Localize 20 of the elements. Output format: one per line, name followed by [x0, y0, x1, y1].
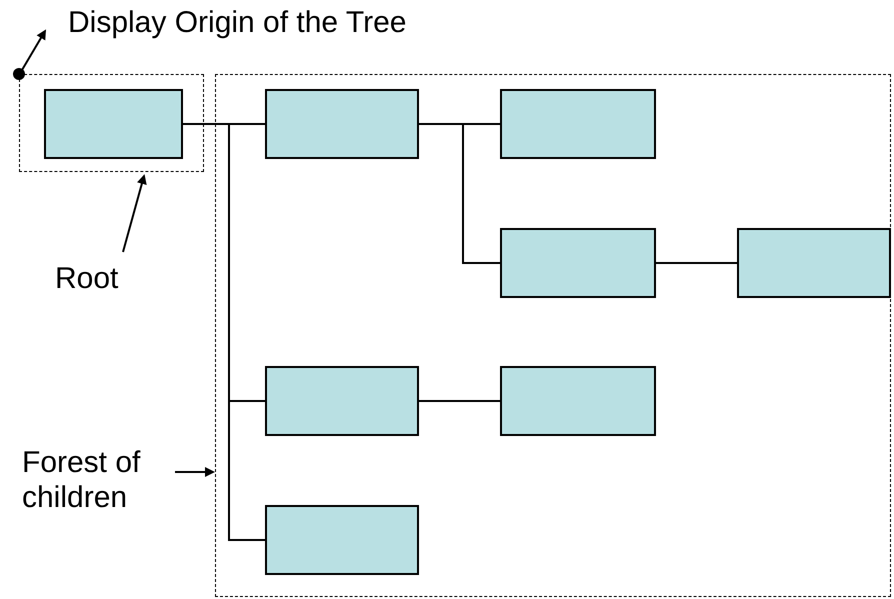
tree-node-box [264, 366, 418, 436]
leader-arrow [175, 467, 215, 477]
annotation-label: Display Origin of the Tree [68, 6, 488, 40]
connector-line [419, 400, 500, 402]
leader-arrow [21, 29, 46, 70]
dashed-region-box [19, 74, 204, 172]
annotation-label: Root [55, 262, 135, 296]
tree-node-box [264, 504, 418, 574]
annotation-label: Forest of children [22, 446, 172, 515]
connector-line [419, 123, 500, 264]
tree-node-box [264, 88, 418, 158]
tree-node-box [500, 366, 656, 436]
tree-node-box [500, 88, 656, 158]
origin-dot [13, 68, 25, 80]
tree-node-box [736, 228, 890, 298]
tree-node-box [500, 228, 656, 298]
dashed-region-box [215, 74, 891, 597]
tree-node-box [44, 88, 182, 158]
connector-line [656, 262, 737, 264]
leader-arrow [122, 174, 147, 252]
